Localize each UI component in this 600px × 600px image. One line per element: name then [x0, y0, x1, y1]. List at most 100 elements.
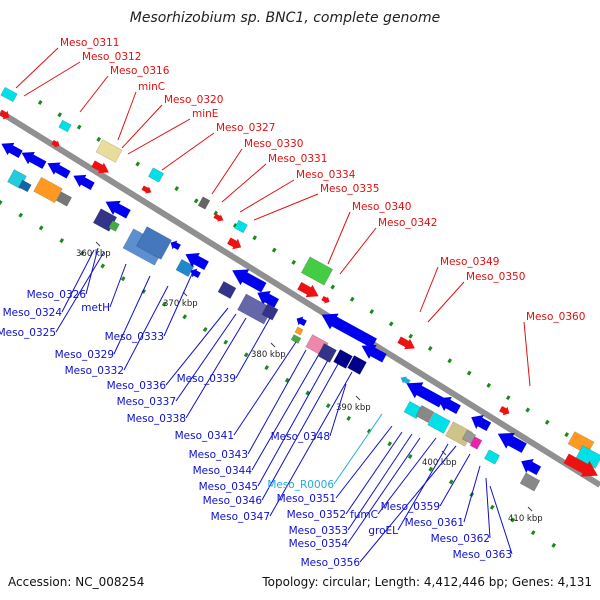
gene-label: Meso_0352	[287, 509, 346, 521]
leader-line	[161, 132, 215, 171]
reverse-gene-arrow	[361, 344, 387, 363]
gene-box	[95, 139, 123, 163]
gc-content-ticks	[0, 100, 589, 548]
reverse-gene-arrow	[406, 382, 445, 408]
reverse-gene-arrow	[185, 252, 209, 270]
gc-tick	[407, 454, 413, 459]
leader-line	[109, 263, 127, 308]
gc-tick	[447, 358, 453, 364]
gc-tick	[346, 415, 352, 421]
gene-box	[261, 303, 279, 321]
gene-label: Meso_0345	[199, 481, 258, 493]
leader-line	[419, 266, 439, 313]
gc-tick	[305, 390, 311, 396]
gene-label: Meso_0341	[175, 430, 234, 442]
leader-line	[251, 355, 319, 471]
gc-tick	[291, 259, 297, 265]
leader-line	[127, 118, 191, 155]
gc-tick	[18, 212, 24, 218]
leader-line	[211, 148, 243, 195]
gene-label: Meso_0330	[244, 138, 303, 150]
gc-tick	[135, 161, 141, 167]
leader-line	[239, 179, 295, 213]
gc-tick	[174, 186, 180, 192]
gene-label: Meso_0344	[193, 465, 253, 477]
gene-box	[217, 281, 237, 299]
gc-tick	[510, 517, 516, 523]
reverse-gene-arrow	[232, 269, 267, 293]
gene-label: Meso_0360	[526, 311, 585, 323]
leader-line	[117, 91, 137, 141]
gene-label: Meso_0336	[107, 380, 167, 392]
gc-tick	[96, 136, 102, 142]
forward-gene-arrow	[321, 295, 330, 304]
gene-label: minC	[138, 81, 165, 93]
gc-tick	[486, 382, 492, 388]
gc-tick	[525, 407, 531, 413]
reverse-gene-arrow	[521, 458, 542, 476]
leader-line	[347, 437, 421, 544]
gene-box	[469, 436, 483, 450]
leader-line	[55, 251, 105, 333]
leader-line	[397, 443, 449, 531]
gc-tick	[325, 403, 331, 409]
gene-box	[461, 429, 477, 445]
gc-tick	[330, 284, 336, 290]
gc-tick	[388, 321, 394, 327]
reverse-gene-arrow	[47, 162, 71, 179]
gene-label: Meso_0311	[60, 37, 119, 49]
leader-line	[485, 477, 491, 539]
leader-line	[253, 193, 319, 221]
gc-tick	[466, 370, 472, 376]
gc-tick	[0, 200, 3, 205]
gc-tick	[223, 339, 229, 345]
gene-box	[294, 326, 304, 336]
gene-label: Meso_R0006	[267, 479, 334, 491]
leader-line	[269, 371, 353, 517]
gene-label: Meso_0331	[268, 153, 327, 165]
gene-box	[108, 220, 120, 232]
gene-box	[33, 176, 63, 204]
gc-tick	[193, 198, 199, 204]
leader-line	[427, 281, 465, 323]
gene-label: Meso_0338	[127, 413, 186, 425]
gene-label: Meso_0339	[177, 373, 236, 385]
gene-label: Meso_0359	[381, 501, 440, 513]
leader-line	[85, 247, 99, 295]
gene-box	[147, 167, 165, 183]
leader-line	[79, 75, 109, 113]
leader-line	[247, 349, 307, 455]
leader-line	[261, 363, 339, 501]
scale-label: 400 kbp	[422, 458, 457, 468]
gc-tick	[284, 377, 290, 383]
leader-line	[61, 249, 95, 313]
gene-label: Meso_0342	[378, 217, 437, 229]
reverse-gene-arrow	[321, 313, 377, 349]
gc-tick	[100, 263, 106, 269]
gene-label: Meso_0326	[27, 289, 87, 301]
gene-label: Meso_0343	[189, 449, 248, 461]
forward-gene-arrow	[0, 109, 10, 120]
genome-summary-text: Topology: circular; Length: 4,412,446 bp…	[261, 575, 592, 589]
forward-gene-arrow	[51, 139, 60, 148]
leader-line	[463, 465, 481, 523]
gene-label: fumC	[350, 509, 378, 521]
leader-line	[23, 61, 81, 97]
gene-label: metH	[81, 302, 110, 314]
forward-gene-arrow	[213, 213, 224, 222]
gene-label: Meso_0333	[105, 331, 164, 343]
leader-line	[257, 359, 329, 487]
gc-tick	[213, 210, 219, 216]
reverse-gene-arrow	[1, 142, 23, 158]
leader-line	[185, 317, 247, 419]
reverse-gene-arrow	[497, 432, 527, 453]
gene-label: Meso_0354	[289, 538, 349, 550]
gene-label: Meso_0348	[271, 431, 330, 443]
leader-line	[235, 317, 271, 379]
gc-tick	[120, 276, 126, 282]
gc-tick	[37, 100, 43, 105]
gene-box	[290, 334, 302, 344]
leader-line	[165, 307, 229, 386]
gc-tick	[369, 309, 375, 315]
